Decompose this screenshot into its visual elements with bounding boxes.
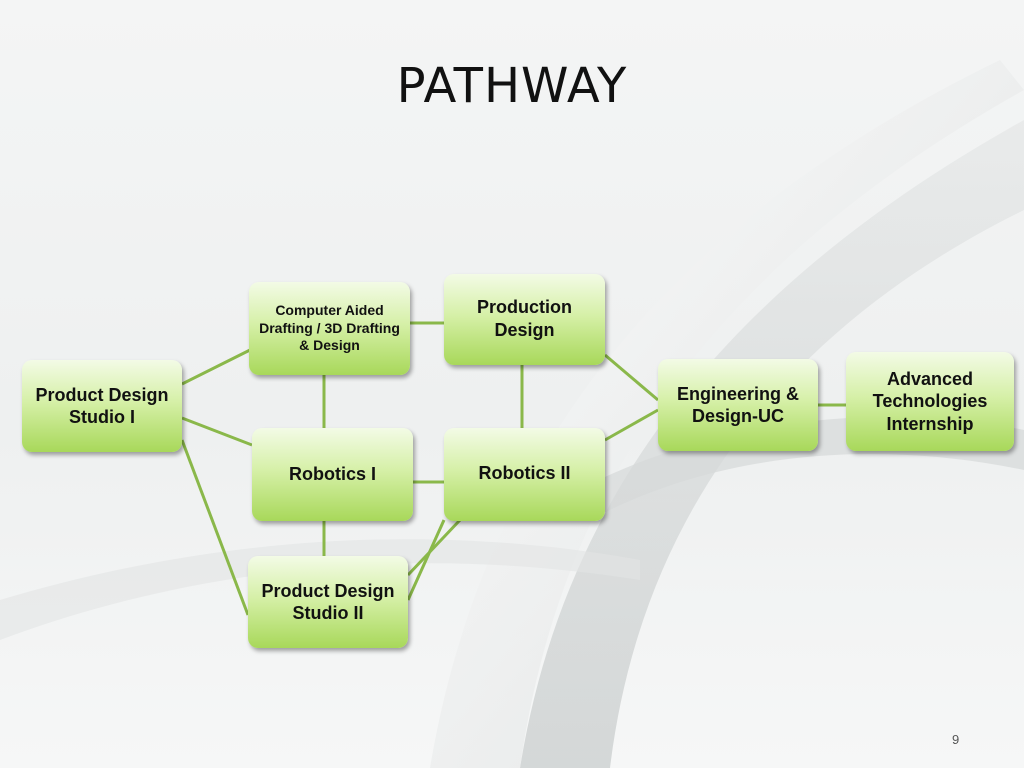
node-production-design: Production Design: [444, 274, 605, 365]
node-advanced-technologies-internship: Advanced Technologies Internship: [846, 352, 1014, 451]
node-robotics-1: Robotics I: [252, 428, 413, 521]
node-computer-aided-drafting: Computer Aided Drafting / 3D Drafting & …: [249, 282, 410, 375]
connector-robotics2-engineering: [604, 408, 659, 442]
node-label: Product Design Studio I: [35, 384, 169, 428]
page-number: 9: [952, 732, 960, 747]
connector-pds1-pds2: [180, 439, 250, 616]
connector-pds1-cad: [181, 348, 251, 386]
node-label: Advanced Technologies Internship: [872, 368, 988, 434]
connector-pds1-robotics1: [181, 416, 253, 447]
node-label: Production Design: [477, 297, 572, 340]
node-product-design-studio-2: Product Design Studio II: [248, 556, 408, 648]
connector-production-engineering: [604, 353, 659, 402]
node-product-design-studio-1: Product Design Studio I: [22, 360, 182, 452]
node-label: Robotics I: [288, 464, 376, 485]
node-robotics-2: Robotics II: [444, 428, 605, 521]
node-label: Product Design Studio II: [261, 580, 395, 624]
node-label: Engineering & Design-UC: [676, 383, 799, 427]
connector-pds2-robotics2: [406, 518, 462, 577]
node-engineering-design-uc: Engineering & Design-UC: [658, 359, 818, 451]
connector-pds2-robotics2-b: [406, 519, 446, 601]
node-label: Computer Aided Drafting / 3D Drafting & …: [259, 302, 400, 354]
slide-title: PATHWAY: [396, 58, 628, 114]
node-label: Robotics II: [478, 463, 571, 483]
